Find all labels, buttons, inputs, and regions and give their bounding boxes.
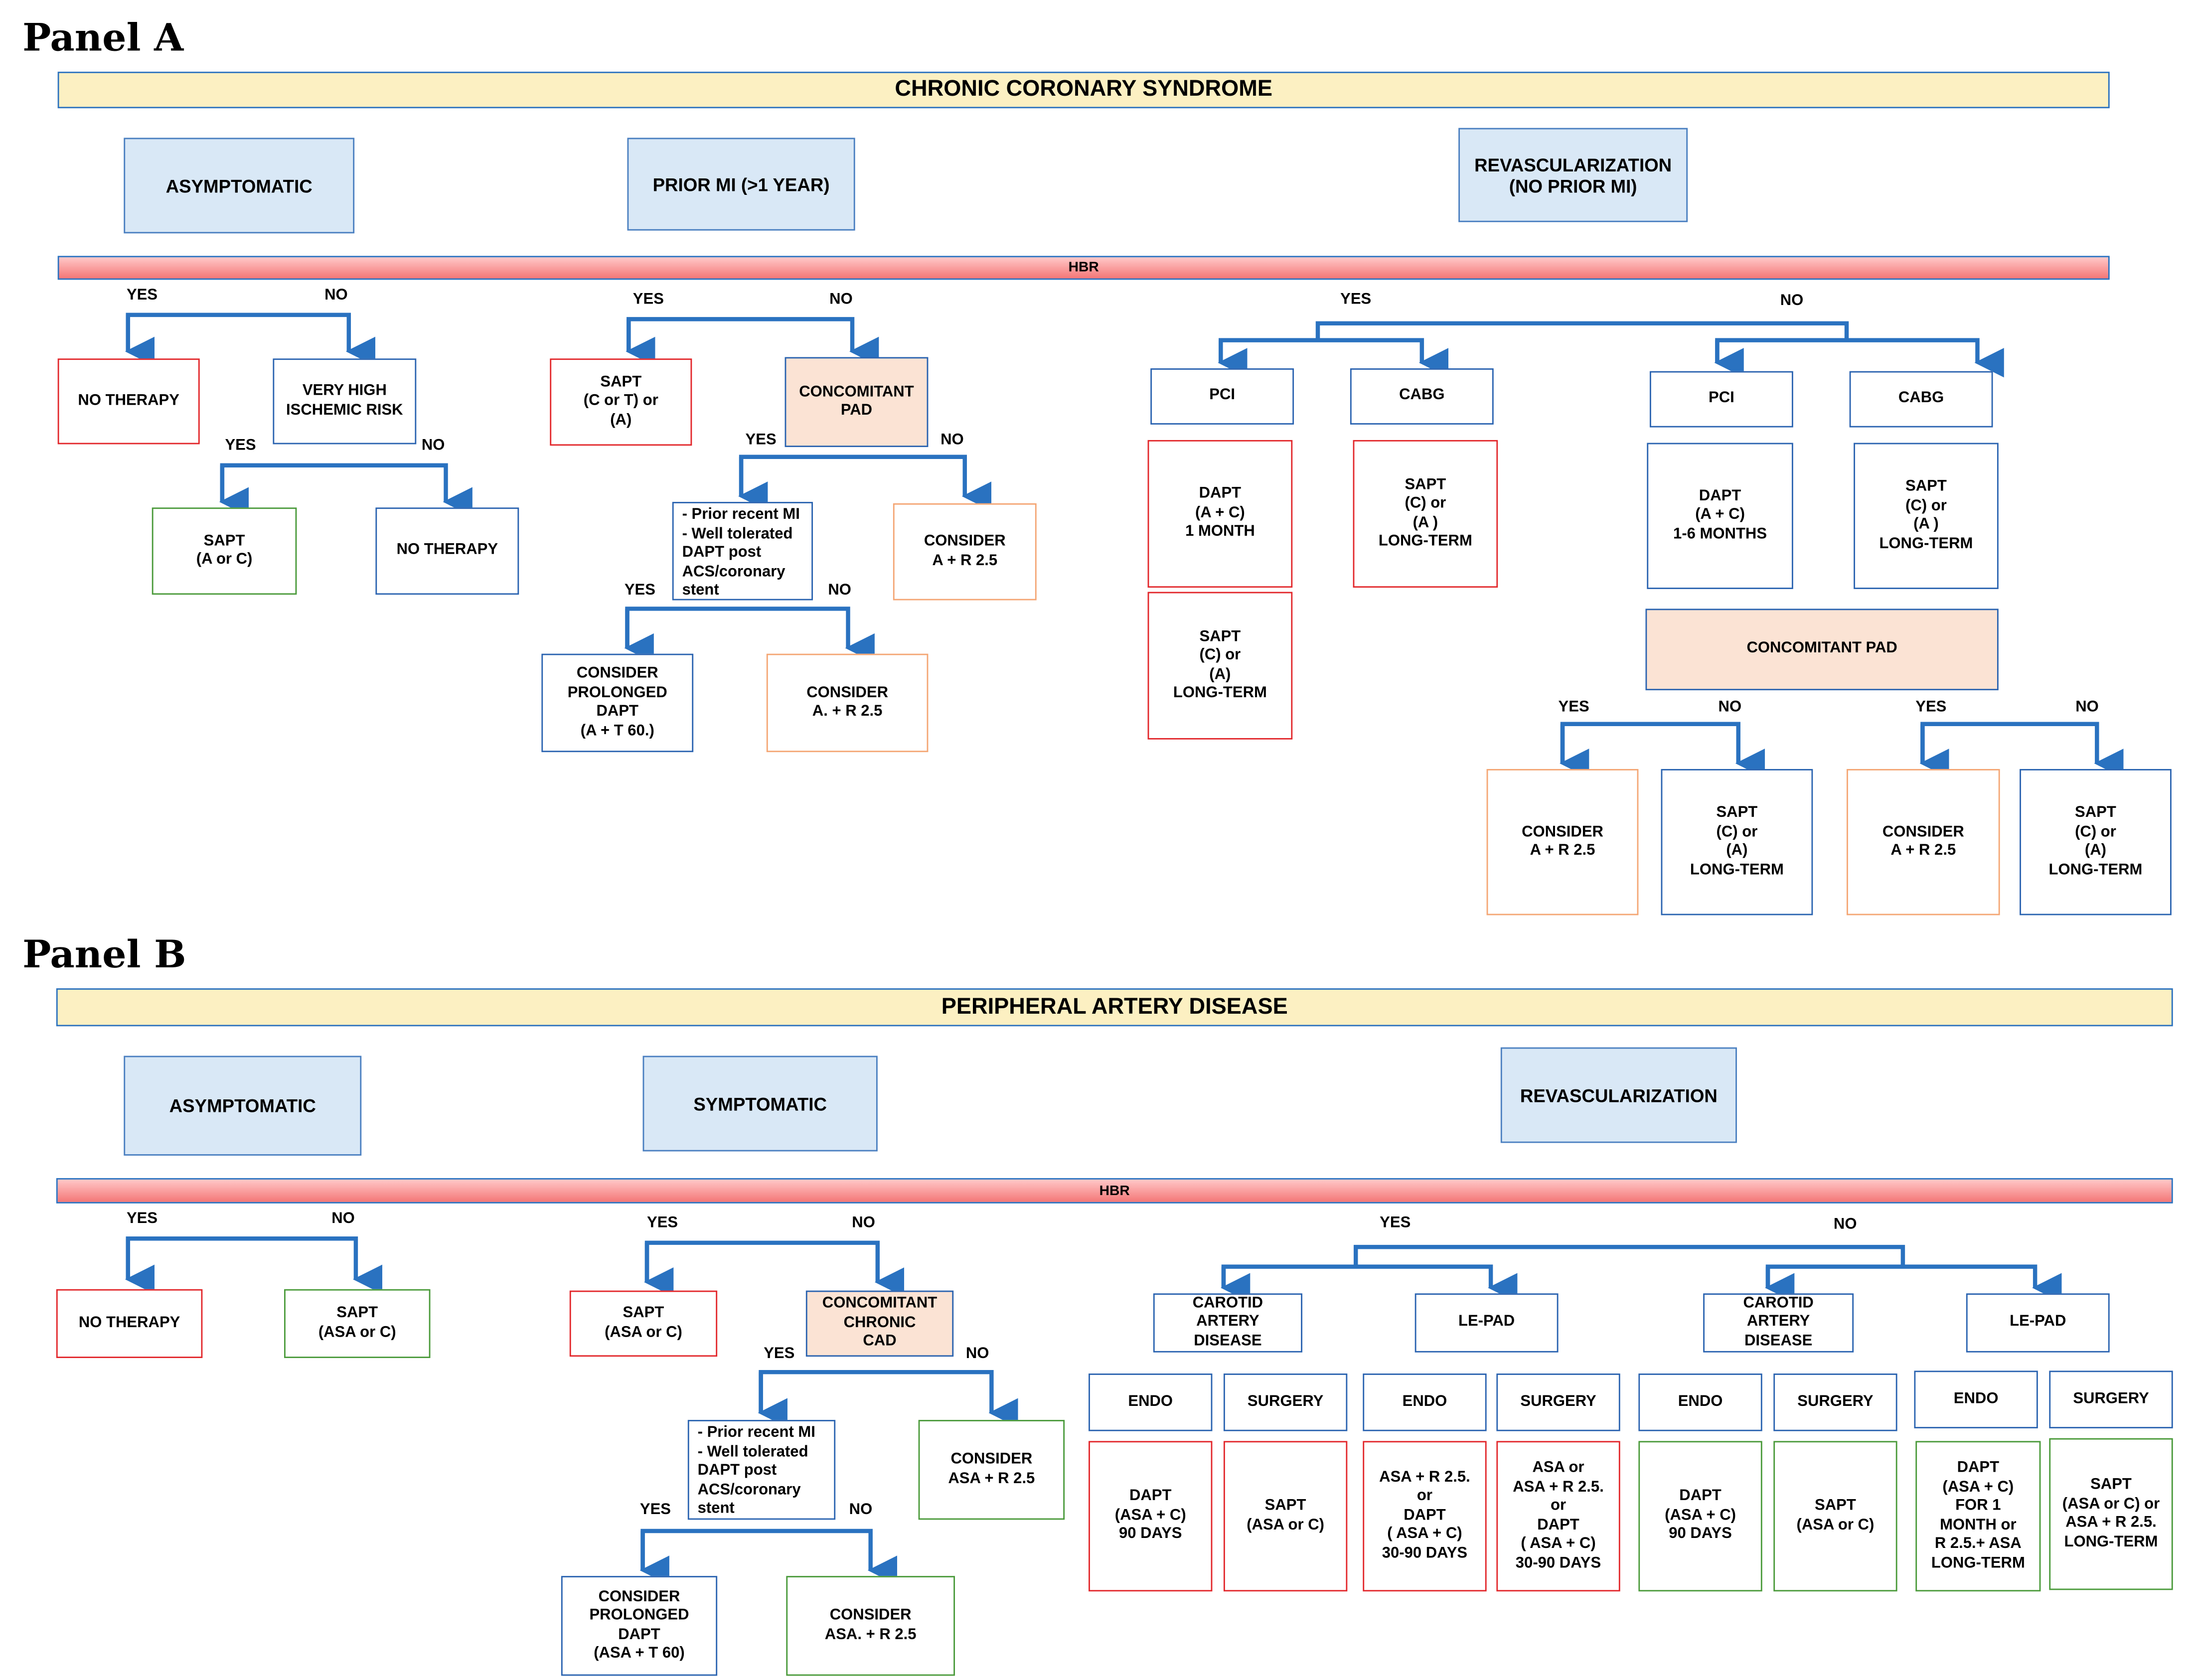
yes-label: YES <box>126 287 158 304</box>
yes-label: YES <box>624 582 655 599</box>
le-pad-box: LE-PAD <box>1966 1293 2110 1353</box>
hbr-bar: HBR <box>56 1178 2173 1204</box>
category-revascularization: REVASCULARIZATION <box>1500 1047 1737 1143</box>
sapt-long-term-box: SAPT (ASA or C) or ASA + R 2.5. LONG-TER… <box>2049 1438 2173 1590</box>
concomitant-pad-box: CONCOMITANT PAD <box>1645 609 1999 691</box>
no-label: NO <box>2075 698 2099 716</box>
no-label: NO <box>852 1215 875 1232</box>
consider-a-r-box: CONSIDER A + R 2.5 <box>1847 769 2000 916</box>
endo-box: ENDO <box>1363 1374 1487 1431</box>
yes-label: YES <box>764 1345 795 1363</box>
yes-label: YES <box>1380 1215 1411 1232</box>
no-therapy-box: NO THERAPY <box>57 358 200 445</box>
surgery-box: SURGERY <box>1496 1374 1620 1431</box>
pci-box: PCI <box>1649 371 1793 428</box>
consider-asa-r-box: CONSIDER ASA + R 2.5 <box>918 1420 1065 1520</box>
yes-label: YES <box>632 291 664 308</box>
panel-b-header: PERIPHERAL ARTERY DISEASE <box>56 988 2173 1027</box>
consider-a-r-box: CONSIDER A + R 2.5 <box>1486 769 1639 916</box>
yes-label: YES <box>1340 291 1372 308</box>
pci-box: PCI <box>1150 368 1294 425</box>
sapt-box: SAPT (ASA or C) <box>284 1289 431 1358</box>
no-label: NO <box>324 287 348 304</box>
endo-box: ENDO <box>1638 1374 1762 1431</box>
sapt-box: SAPT (ASA or C) <box>1223 1441 1348 1592</box>
endo-box: ENDO <box>1089 1374 1213 1431</box>
no-label: NO <box>421 437 445 455</box>
category-symptomatic: SYMPTOMATIC <box>642 1056 878 1152</box>
carotid-artery-disease-box: CAROTID ARTERY DISEASE <box>1703 1293 1854 1353</box>
dapt-90-days-box: DAPT (ASA + C) 90 DAYS <box>1638 1441 1762 1592</box>
no-label: NO <box>940 432 964 449</box>
no-label: NO <box>1780 292 1804 309</box>
no-label: NO <box>828 582 851 599</box>
dapt-1-6-months-box: DAPT (A + C) 1-6 MONTHS <box>1647 443 1793 589</box>
sapt-long-term-box: SAPT (C) or (A) LONG-TERM <box>2020 769 2172 916</box>
yes-label: YES <box>639 1501 671 1519</box>
yes-label: YES <box>225 437 256 455</box>
consider-a-r-box: CONSIDER A. + R 2.5 <box>766 653 929 753</box>
no-therapy-box: NO THERAPY <box>56 1289 203 1358</box>
cabg-box: CABG <box>1350 368 1494 425</box>
consider-prolonged-dapt-box: CONSIDER PROLONGED DAPT (ASA + T 60) <box>561 1576 718 1676</box>
criteria-box: - Prior recent MI - Well tolerated DAPT … <box>672 502 813 601</box>
no-label: NO <box>1833 1216 1857 1233</box>
asa-or-dapt-box: ASA or ASA + R 2.5. or DAPT ( ASA + C) 3… <box>1496 1441 1620 1592</box>
sapt-long-term-box: SAPT (C) or (A ) LONG-TERM <box>1353 440 1498 588</box>
no-label: NO <box>829 291 853 308</box>
panel-a-header: CHRONIC CORONARY SYNDROME <box>57 71 2110 109</box>
criteria-box: - Prior recent MI - Well tolerated DAPT … <box>687 1420 836 1520</box>
sapt-long-term-box: SAPT (C) or (A) LONG-TERM <box>1661 769 1813 916</box>
category-revascularization: REVASCULARIZATION (NO PRIOR MI) <box>1458 128 1688 222</box>
surgery-box: SURGERY <box>2049 1371 2173 1429</box>
category-prior-mi: PRIOR MI (>1 YEAR) <box>627 138 855 231</box>
concomitant-pad-box: CONCOMITANT PAD <box>784 357 929 448</box>
no-therapy-box: NO THERAPY <box>375 507 519 595</box>
very-high-ischemic-risk-box: VERY HIGH ISCHEMIC RISK <box>273 358 417 445</box>
surgery-box: SURGERY <box>1223 1374 1348 1431</box>
category-asymptomatic: ASYMPTOMATIC <box>124 138 355 234</box>
no-label: NO <box>331 1210 355 1227</box>
no-label: NO <box>849 1501 873 1519</box>
hbr-bar: HBR <box>57 256 2110 280</box>
sapt-box: SAPT (ASA or C) <box>1773 1441 1897 1592</box>
yes-label: YES <box>745 432 777 449</box>
consider-asa-r-box: CONSIDER ASA. + R 2.5 <box>786 1576 955 1676</box>
sapt-box: SAPT (A or C) <box>152 507 297 595</box>
no-label: NO <box>1718 698 1742 716</box>
yes-label: YES <box>647 1215 678 1232</box>
dapt-1-month-box: DAPT (ASA + C) FOR 1 MONTH or R 2.5.+ AS… <box>1915 1441 2041 1592</box>
dapt-90-days-box: DAPT (ASA + C) 90 DAYS <box>1089 1441 1213 1592</box>
panel-a-title: Panel A <box>22 16 184 61</box>
consider-prolonged-dapt-box: CONSIDER PROLONGED DAPT (A + T 60.) <box>541 653 694 753</box>
sapt-box: SAPT (C or T) or (A) <box>550 358 692 446</box>
consider-a-r-box: CONSIDER A + R 2.5 <box>893 503 1037 601</box>
asa-r-or-dapt-box: ASA + R 2.5. or DAPT ( ASA + C) 30-90 DA… <box>1363 1441 1487 1592</box>
sapt-long-term-box: SAPT (C) or (A ) LONG-TERM <box>1854 443 1999 589</box>
sapt-long-term-box: SAPT (C) or (A) LONG-TERM <box>1147 592 1293 740</box>
no-label: NO <box>965 1345 989 1363</box>
cabg-box: CABG <box>1849 371 1993 428</box>
concomitant-chronic-cad-box: CONCOMITANT CHRONIC CAD <box>805 1290 954 1357</box>
carotid-artery-disease-box: CAROTID ARTERY DISEASE <box>1153 1293 1302 1353</box>
dapt-1-month-box: DAPT (A + C) 1 MONTH <box>1147 440 1293 588</box>
panel-b-title: Panel B <box>22 933 186 977</box>
surgery-box: SURGERY <box>1773 1374 1897 1431</box>
sapt-box: SAPT (ASA or C) <box>569 1290 718 1357</box>
yes-label: YES <box>126 1210 158 1227</box>
category-asymptomatic: ASYMPTOMATIC <box>124 1056 362 1156</box>
le-pad-box: LE-PAD <box>1414 1293 1559 1353</box>
yes-label: YES <box>1558 698 1589 716</box>
yes-label: YES <box>1915 698 1947 716</box>
endo-box: ENDO <box>1914 1371 2038 1429</box>
